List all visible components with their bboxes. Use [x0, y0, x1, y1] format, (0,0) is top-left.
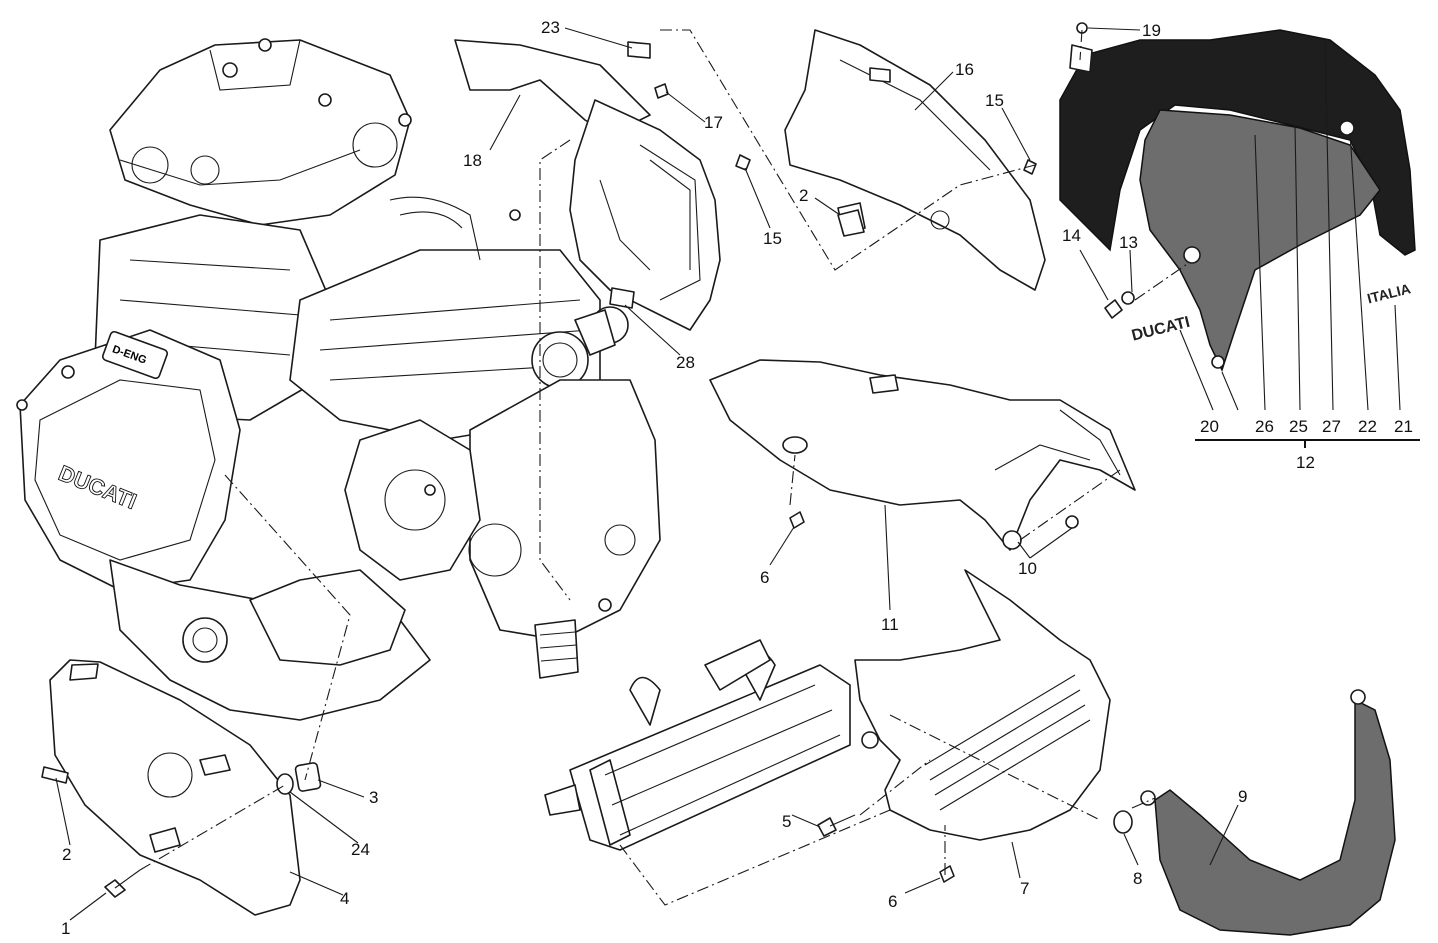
engine-assembly: D-ENG DUCATI — [16, 38, 661, 721]
callout-14: 14 — [1062, 226, 1081, 245]
callout-15-right: 15 — [985, 91, 1004, 110]
hardware — [104, 22, 1135, 898]
callout-11: 11 — [881, 615, 899, 634]
radiator — [544, 639, 851, 851]
decal-21-text: ITALIA — [1366, 280, 1413, 306]
part-11-upper-fairing — [709, 359, 1136, 551]
decal-21: ITALIA — [1366, 280, 1413, 306]
assembly-lines — [139, 29, 1191, 906]
callout-2-left: 2 — [62, 845, 71, 864]
callout-24: 24 — [351, 840, 370, 859]
callout-2-right: 2 — [799, 186, 808, 205]
callout-25: 25 — [1289, 417, 1308, 436]
callout-20: 20 — [1200, 417, 1219, 436]
callout-27: 27 — [1322, 417, 1341, 436]
callout-1: 1 — [61, 919, 70, 938]
callout-7: 7 — [1020, 879, 1029, 898]
callout-3: 3 — [369, 788, 378, 807]
callout-6-lower: 6 — [888, 892, 897, 911]
part-9-belly-pan — [1140, 689, 1396, 936]
part-18-belt-cover — [454, 39, 721, 331]
decal-20: DUCATI — [1130, 314, 1192, 345]
callout-18: 18 — [463, 151, 482, 170]
leader-lines — [55, 27, 1420, 921]
callout-21: 21 — [1394, 417, 1413, 436]
callout-19: 19 — [1142, 21, 1161, 40]
callout-17: 17 — [704, 113, 723, 132]
part-4-lower-side-cover — [41, 659, 301, 916]
callout-10: 10 — [1018, 559, 1037, 578]
callout-22: 22 — [1358, 417, 1377, 436]
callout-8: 8 — [1133, 869, 1142, 888]
callout-6-upper: 6 — [760, 568, 769, 587]
callout-5: 5 — [782, 812, 791, 831]
decal-20-text: DUCATI — [1130, 314, 1192, 345]
callout-16: 16 — [955, 60, 974, 79]
callout-15-left: 15 — [763, 229, 782, 248]
callout-28: 28 — [676, 353, 695, 372]
callout-13: 13 — [1119, 233, 1138, 252]
callout-12: 12 — [1296, 453, 1315, 472]
callout-26: 26 — [1255, 417, 1274, 436]
callout-23: 23 — [541, 18, 560, 37]
callout-labels: 1 2 3 4 24 5 6 6 7 8 9 10 11 12 13 14 15… — [61, 18, 1413, 938]
callout-9: 9 — [1238, 787, 1247, 806]
callout-4: 4 — [340, 889, 349, 908]
part-7-lower-fairing — [854, 569, 1111, 841]
